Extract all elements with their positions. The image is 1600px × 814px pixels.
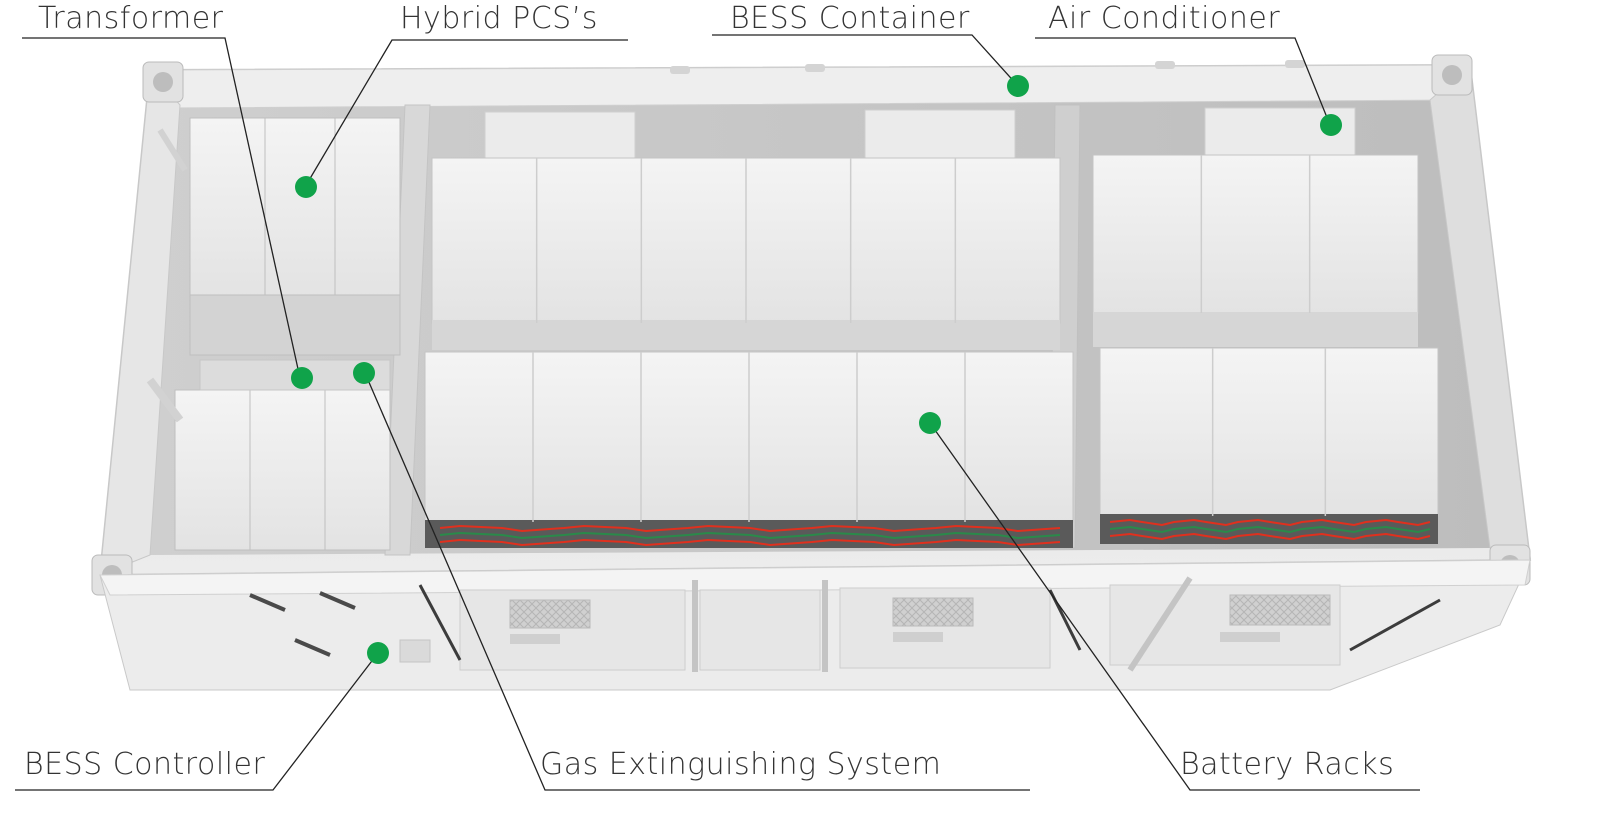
battery-cable xyxy=(439,524,1061,533)
battery-cable xyxy=(1109,518,1431,527)
marker-transformer xyxy=(291,367,313,389)
battery-block-upper-right xyxy=(1092,154,1419,347)
pcs-cabinets xyxy=(146,117,401,551)
leader-battery-racks xyxy=(929,422,1420,791)
leader-bess-container xyxy=(712,34,1019,87)
label-bess-container: BESS Container xyxy=(730,1,970,36)
marker-gas-extinguishing xyxy=(353,362,375,384)
marker-hybrid-pcs xyxy=(295,176,317,198)
battery-cable xyxy=(1109,532,1431,541)
partition-wall xyxy=(384,104,431,556)
battery-cable xyxy=(439,538,1061,547)
battery-cabling xyxy=(439,518,1431,547)
battery-cable xyxy=(1109,525,1431,534)
battery-cable xyxy=(439,531,1061,540)
label-battery-racks: Battery Racks xyxy=(1180,747,1395,782)
wall-units xyxy=(484,107,1356,161)
marker-bess-container xyxy=(1007,75,1029,97)
marker-air-conditioner xyxy=(1320,114,1342,136)
label-air-conditioner: Air Conditioner xyxy=(1048,1,1281,36)
label-bess-controller: BESS Controller xyxy=(24,747,266,782)
leader-transformer xyxy=(22,37,301,379)
leader-lines xyxy=(15,34,1420,791)
front-wall xyxy=(99,559,1531,691)
module-dividers xyxy=(532,155,1327,522)
leader-air-conditioner xyxy=(1035,37,1331,126)
leader-gas-extinguishing xyxy=(364,372,1030,791)
leader-hybrid-pcs xyxy=(304,39,628,188)
label-transformer: Transformer xyxy=(38,1,224,36)
leader-bess-controller xyxy=(15,652,379,791)
marker-bess-controller xyxy=(367,642,389,664)
marker-battery-racks xyxy=(919,412,941,434)
markers xyxy=(291,75,1342,664)
label-hybrid-pcs: Hybrid PCS’s xyxy=(400,1,598,36)
battery-block-lower-right xyxy=(1099,347,1439,544)
label-gas-extinguishing: Gas Extinguishing System xyxy=(540,747,942,782)
